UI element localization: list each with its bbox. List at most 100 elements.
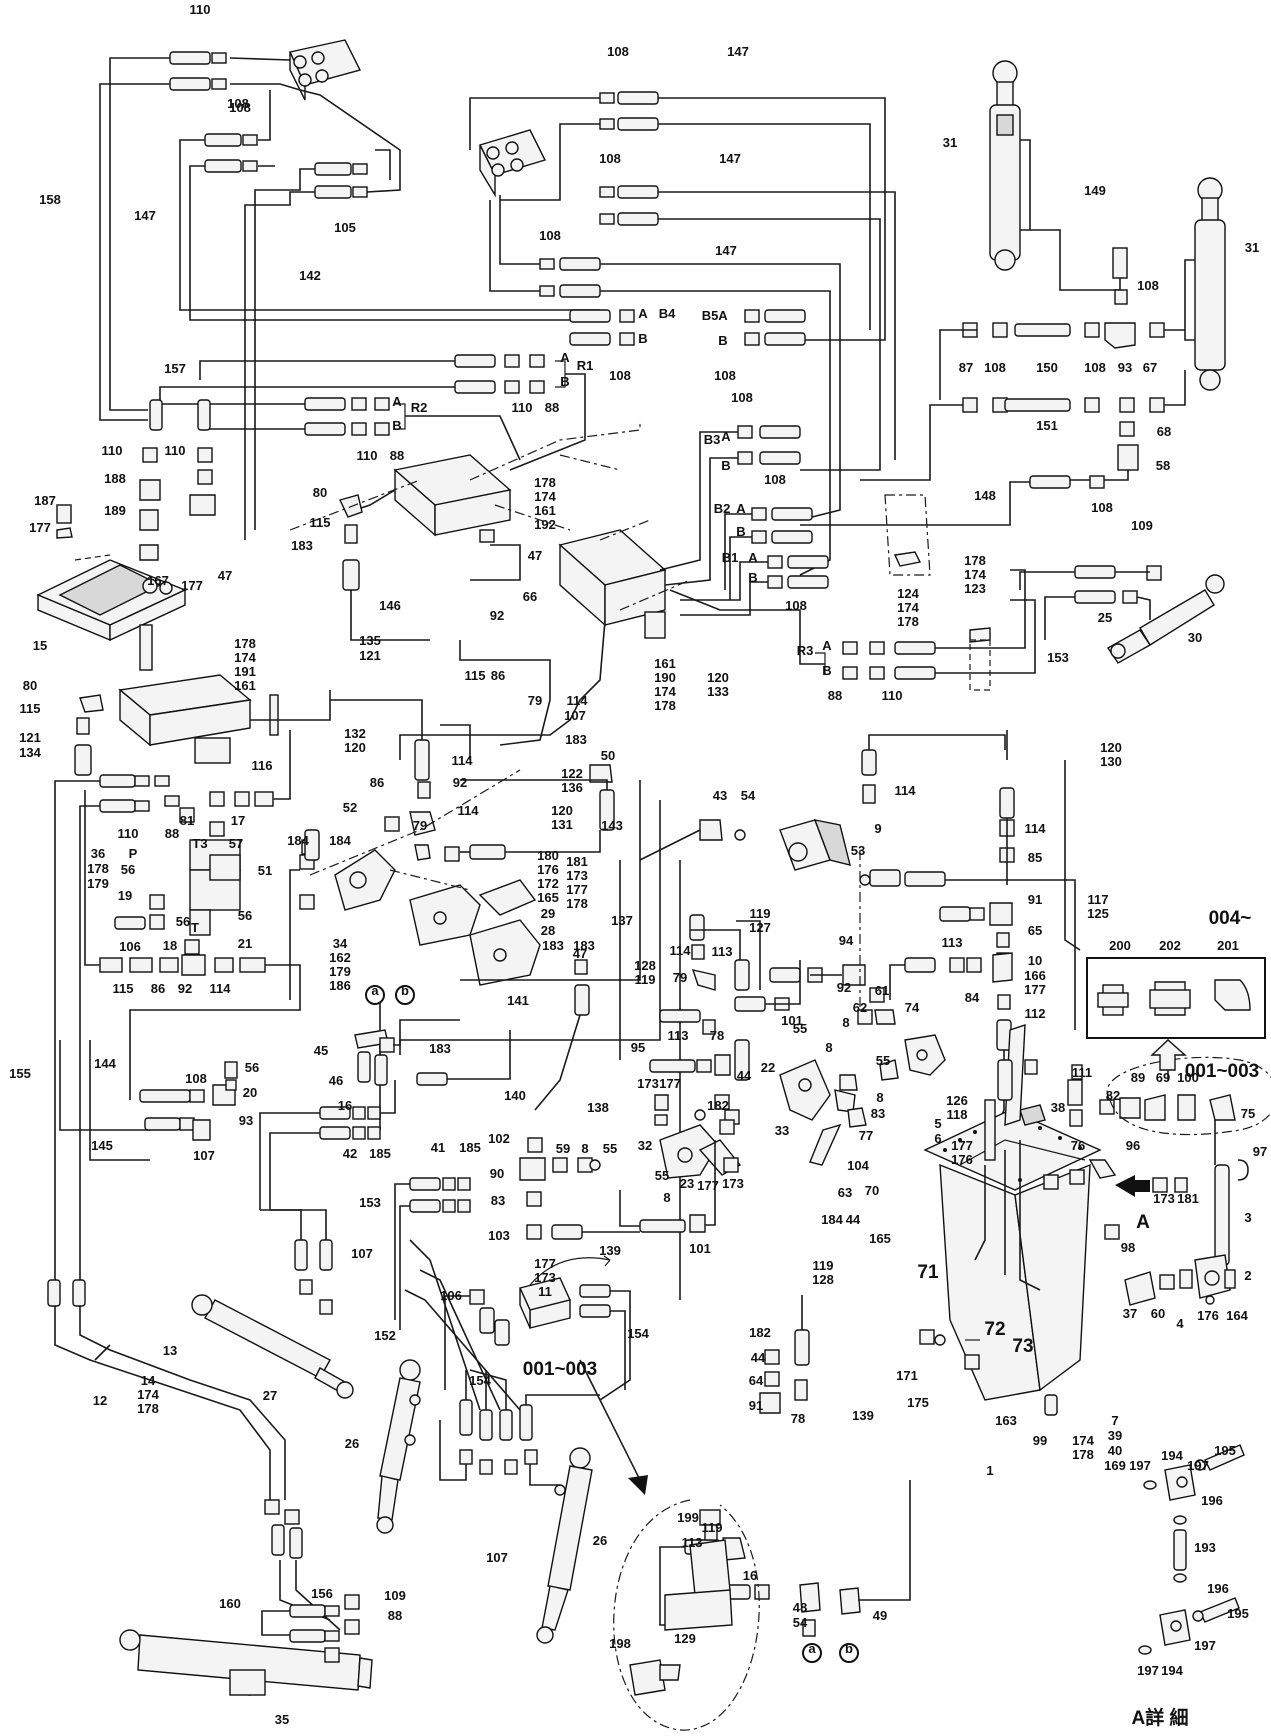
valve-28-29 <box>409 879 541 986</box>
fittings-42 <box>259 1080 396 1315</box>
part-label-197d: 197 <box>1137 1663 1159 1678</box>
part-label-139a: 139 <box>599 1243 621 1258</box>
part-label-178e: 178 <box>234 636 256 651</box>
part-label-180: 180 <box>537 848 559 863</box>
part-label-85: B5 <box>702 308 719 323</box>
part-label-47a: 47 <box>218 568 232 583</box>
part-label-72: 72 <box>984 1319 1005 1340</box>
part-number-labels: 1101081081051471581421081081081471471473… <box>9 2 1267 1729</box>
tank-1 <box>923 1104 1102 1401</box>
part-label-161a: 161 <box>534 503 556 518</box>
part-label-113a: 113 <box>712 944 733 959</box>
part-label-150: 150 <box>1036 360 1058 375</box>
part-label-174c: 174 <box>534 489 556 504</box>
part-label-8e: 8 <box>663 1190 670 1205</box>
part-label-108c: 108 <box>607 44 629 59</box>
part-label-3: 3 <box>1244 1210 1251 1225</box>
part-label-199: 199 <box>677 1510 699 1525</box>
part-label-108l: 108 <box>764 472 786 487</box>
hoses-left-column <box>54 690 331 1290</box>
part-label-173c: 173 <box>722 1176 744 1191</box>
part-label-110a: 110 <box>190 2 211 17</box>
part-label-A1: A <box>560 350 570 365</box>
part-label-153b: 153 <box>359 1195 381 1210</box>
cylinder-26-right <box>536 1447 593 1644</box>
part-label-108g: 108 <box>609 368 631 383</box>
part-label-196b: 196 <box>1207 1581 1229 1596</box>
part-label-195a: 195 <box>1214 1443 1236 1458</box>
part-label-34: 34 <box>333 936 348 951</box>
part-label-A6: A <box>736 501 746 516</box>
part-label-84: 84 <box>965 990 980 1005</box>
part-label-80a: 80 <box>313 485 327 500</box>
part-label-88d: 88 <box>165 826 179 841</box>
part-label-001b: 001~003 <box>523 1359 598 1380</box>
part-label-113d: 113 <box>682 1535 703 1550</box>
part-label-57: 57 <box>229 836 243 851</box>
part-label-108e: 108 <box>539 228 561 243</box>
part-label-106a: 106 <box>119 939 141 954</box>
part-label-19: 19 <box>118 888 132 903</box>
part-label-56b: 56 <box>238 908 252 923</box>
part-label-35: 35 <box>275 1712 289 1727</box>
part-label-110b: 110 <box>512 400 533 415</box>
part-label-109b: 109 <box>384 1588 406 1603</box>
fittings-91-10 <box>889 902 1013 1121</box>
arrow-A <box>1115 1175 1150 1197</box>
part-label-R1: R1 <box>577 358 594 373</box>
fittings-93-107 <box>139 1061 238 1141</box>
part-label-28: 28 <box>541 923 555 938</box>
part-label-147a: 147 <box>134 208 156 223</box>
fittings-109-88-bottom <box>261 1594 360 1663</box>
part-label-127: 127 <box>749 920 771 935</box>
part-label-183c: 183 <box>573 938 595 953</box>
part-label-a2: a <box>808 1641 816 1656</box>
part-label-108i: 108 <box>984 360 1006 375</box>
part-label-88b: 88 <box>390 448 404 463</box>
part-label-96: 96 <box>1126 1138 1140 1153</box>
valve-block-161-left <box>74 674 279 776</box>
part-label-119c: 119 <box>813 1258 834 1273</box>
part-label-123: 123 <box>964 581 986 596</box>
part-label-147c: 147 <box>719 151 741 166</box>
part-label-44c: 44 <box>751 1350 766 1365</box>
part-label-107a: 107 <box>564 708 586 723</box>
valve-stack-36 <box>149 839 241 955</box>
part-label-4: 4 <box>1176 1316 1184 1331</box>
part-label-174d: 174 <box>654 684 676 699</box>
part-label-149: 149 <box>1084 183 1106 198</box>
part-label-139b: 139 <box>852 1408 874 1423</box>
part-label-198: 198 <box>609 1636 631 1651</box>
hoses-top-center <box>469 97 896 576</box>
valve-34 <box>299 839 396 911</box>
cylinder-31-right <box>1184 177 1226 391</box>
part-label-107d: 107 <box>486 1550 508 1565</box>
clamp-124 <box>884 494 931 576</box>
part-label-44b: 44 <box>846 1212 861 1227</box>
hoses-r1-r2 <box>149 360 586 471</box>
detail-001-003-ellipse <box>579 1359 760 1731</box>
part-label-86a: 86 <box>491 668 505 683</box>
part-label-T: T <box>191 920 199 935</box>
part-label-137: 137 <box>611 913 633 928</box>
part-label-178i: 178 <box>1072 1447 1094 1462</box>
part-label-11: 11 <box>538 1284 552 1299</box>
part-label-156: 156 <box>311 1586 333 1601</box>
cylinder-35 <box>119 1560 373 1696</box>
part-label-91b: 91 <box>749 1398 763 1413</box>
part-label-165b: 165 <box>869 1231 891 1246</box>
part-label-132: 132 <box>344 726 366 741</box>
part-label-183e: 183 <box>429 1041 451 1056</box>
part-label-119b: 119 <box>635 972 656 987</box>
part-label-197c: 197 <box>1194 1638 1216 1653</box>
part-label-91a: 91 <box>1028 892 1042 907</box>
part-label-158: 158 <box>39 192 61 207</box>
part-label-54a: 54 <box>741 788 756 803</box>
part-label-114d: 114 <box>458 803 480 818</box>
part-label-101a: 101 <box>781 1013 803 1028</box>
part-label-153a: 153 <box>1047 650 1069 665</box>
cylinder-27 <box>191 1294 354 1399</box>
part-label-79b: 79 <box>413 818 427 833</box>
part-label-B5: B <box>718 333 727 348</box>
